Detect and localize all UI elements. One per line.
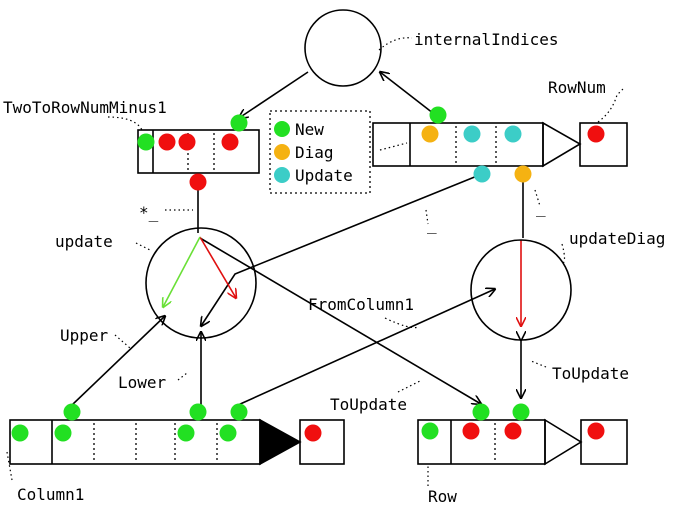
legend-diag-label: Diag <box>295 143 334 162</box>
dot-twotorow-2 <box>158 133 176 151</box>
dot-column1-3 <box>177 424 195 442</box>
two-to-row-array <box>137 129 260 174</box>
label-update: update <box>55 232 113 251</box>
dot-rownum-box <box>587 125 605 143</box>
edge-column1-upper <box>71 316 165 406</box>
labels: internalIndices TwoToRowNumMinus1 RowNum… <box>3 30 665 506</box>
dot-rownum-orange-bottom <box>514 165 532 183</box>
label-lower: Lower <box>118 373 167 392</box>
label-row: Row <box>428 487 457 506</box>
label-from-column1: FromColumn1 <box>308 295 414 314</box>
label-row-num: RowNum <box>548 78 606 97</box>
legend-update-label: Update <box>295 166 353 185</box>
update-node <box>145 227 257 339</box>
label-star: *_ <box>139 203 159 222</box>
label-internal-indices: internalIndices <box>414 30 559 49</box>
dot-row-top-2 <box>512 403 530 421</box>
edge-column1-to-updatediag <box>237 289 495 406</box>
label-two-to-row-num-minus1: TwoToRowNumMinus1 <box>3 98 167 117</box>
dot-row-box <box>587 422 605 440</box>
dot-row-top-1 <box>472 403 490 421</box>
edge-internal-to-twotorow <box>239 71 309 118</box>
edge-teal-to-update-lower <box>201 173 483 326</box>
dot-column1-top-2 <box>189 403 207 421</box>
dots <box>11 106 605 442</box>
dot-row-2 <box>462 422 480 440</box>
dot-rownum-teal-bottom <box>473 165 491 183</box>
dot-column1-4 <box>219 424 237 442</box>
label-to-update-left: ToUpdate <box>330 395 407 414</box>
leaders <box>6 37 625 486</box>
edge-update-green <box>163 236 201 307</box>
label-underscore-1: _ <box>427 215 437 234</box>
label-column1: Column1 <box>17 485 84 504</box>
dot-twotorow-1 <box>137 133 155 151</box>
legend-diag-dot <box>274 144 290 160</box>
label-underscore-2: _ <box>536 198 546 217</box>
dot-column1-top-3 <box>230 403 248 421</box>
dot-rownum-top <box>429 106 447 124</box>
dot-column1-1 <box>11 424 29 442</box>
column1-array <box>9 418 345 466</box>
legend-new-dot <box>274 121 290 137</box>
column1-box <box>299 419 345 465</box>
label-update-diag: updateDiag <box>569 229 665 248</box>
dot-twotorow-top <box>230 114 248 132</box>
dot-twotorow-3 <box>178 133 196 151</box>
dot-twotorow-4 <box>221 133 239 151</box>
label-to-update-right: ToUpdate <box>552 364 629 383</box>
legend-update-dot <box>274 167 290 183</box>
edge-rowarray-to-internal <box>380 72 439 118</box>
legend-new-label: New <box>295 120 324 139</box>
dot-row-3 <box>504 422 522 440</box>
internal-indices-node <box>304 9 382 87</box>
dot-rownum-teal-1 <box>463 125 481 143</box>
dot-twotorow-bottom <box>189 173 207 191</box>
dot-rownum-orange <box>421 125 439 143</box>
update-diag-node <box>470 239 572 341</box>
legend: New Diag Update <box>274 120 353 185</box>
row-num-box <box>579 122 628 167</box>
dot-column1-2 <box>54 424 72 442</box>
edge-update-red <box>199 236 236 298</box>
legend-box <box>269 110 371 194</box>
dot-rownum-teal-2 <box>504 125 522 143</box>
edges <box>71 71 523 406</box>
dot-column1-box <box>304 424 322 442</box>
dot-row-1 <box>421 422 439 440</box>
row-box <box>580 419 628 465</box>
row-num-array <box>372 121 628 168</box>
label-upper: Upper <box>60 326 109 345</box>
dot-column1-top-1 <box>63 403 81 421</box>
edge-update-to-row <box>199 237 481 404</box>
